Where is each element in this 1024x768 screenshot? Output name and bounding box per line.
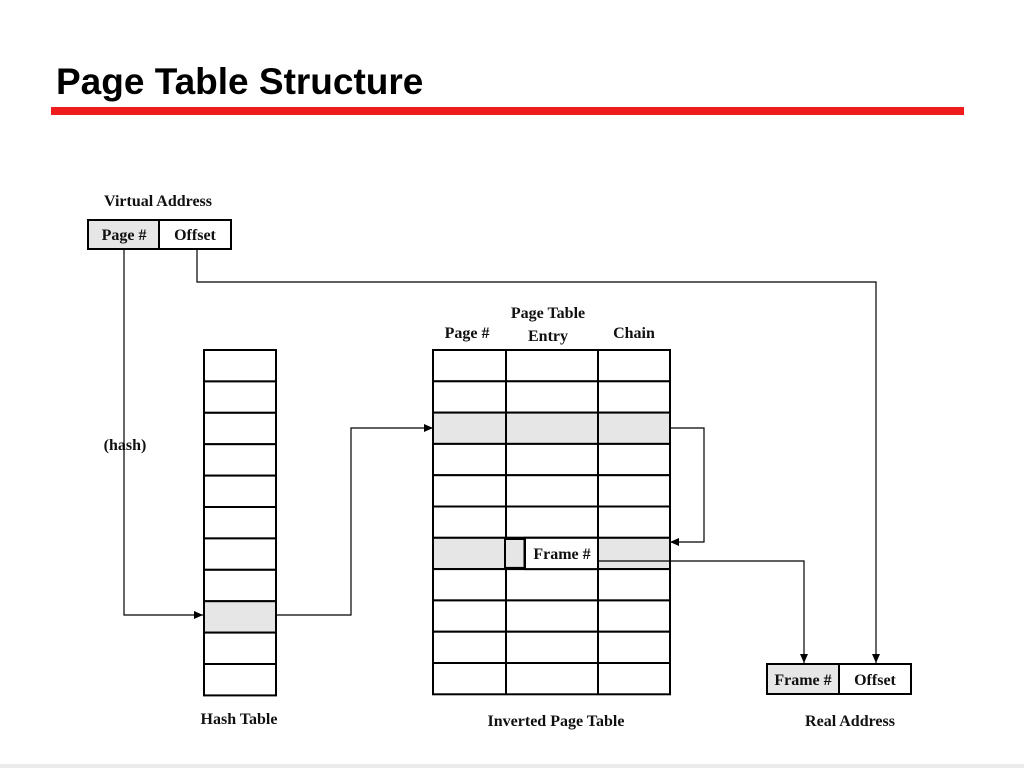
hash-label: (hash) — [104, 437, 147, 454]
chain-arrow — [670, 427, 705, 546]
hash-table-row — [203, 537, 277, 571]
virtual-offset-cell — [158, 219, 232, 250]
real-address: Frame # Offset Real Address — [766, 663, 912, 730]
real-address-caption: Real Address — [805, 713, 895, 730]
ipt-header-entry-line2: Entry — [528, 328, 568, 345]
real-frame-cell — [766, 663, 840, 695]
virtual-page-label: Page # — [102, 227, 147, 244]
hash-table-row — [203, 631, 277, 665]
ipt-row — [432, 505, 671, 539]
virtual-address: Virtual Address Page # Offset — [87, 193, 232, 250]
hash-table-caption: Hash Table — [201, 711, 278, 728]
hash-table-row — [203, 663, 277, 697]
ipt-header-entry-line1: Page Table — [511, 305, 585, 322]
slide-title: Page Table Structure — [56, 61, 424, 102]
hash-table-row — [203, 411, 277, 446]
hash-table-row-highlighted — [203, 600, 277, 634]
ipt-row — [432, 442, 671, 477]
hash-table — [203, 349, 277, 697]
virtual-page-cell — [87, 219, 160, 250]
hash-table-row — [203, 474, 277, 509]
ipt-header-page: Page # — [445, 325, 490, 342]
bottom-band — [0, 764, 1024, 768]
virtual-offset-label: Offset — [174, 227, 216, 244]
ipt-row — [432, 349, 671, 383]
ipt-header-chain: Chain — [613, 325, 655, 342]
title-rule — [51, 107, 964, 115]
real-offset-cell — [838, 663, 912, 695]
frame-arrow — [598, 560, 808, 663]
ipt-caption: Inverted Page Table — [488, 713, 625, 730]
virtual-address-caption: Virtual Address — [104, 193, 212, 210]
inverted-page-table — [432, 349, 671, 696]
hash-table-row — [203, 349, 277, 383]
ipt-row — [432, 599, 671, 633]
real-offset-label: Offset — [854, 672, 896, 689]
ipt-frame-row-fill — [504, 538, 526, 569]
ipt-row-highlighted — [432, 411, 671, 445]
hash-table-row — [203, 380, 277, 414]
hash-to-ipt-arrow — [276, 424, 433, 616]
ipt-frame-label: Frame # — [533, 546, 590, 563]
hash-arrow — [123, 250, 203, 619]
offset-arrow — [196, 250, 880, 663]
ipt-row — [432, 380, 671, 414]
hash-table-row — [203, 506, 277, 540]
hash-table-row — [203, 568, 277, 603]
ipt-row — [432, 662, 671, 696]
hash-table-row — [203, 443, 277, 477]
ipt-row — [432, 568, 671, 602]
ipt-row — [432, 630, 671, 665]
ipt-row — [432, 474, 671, 508]
real-frame-label: Frame # — [774, 672, 831, 689]
